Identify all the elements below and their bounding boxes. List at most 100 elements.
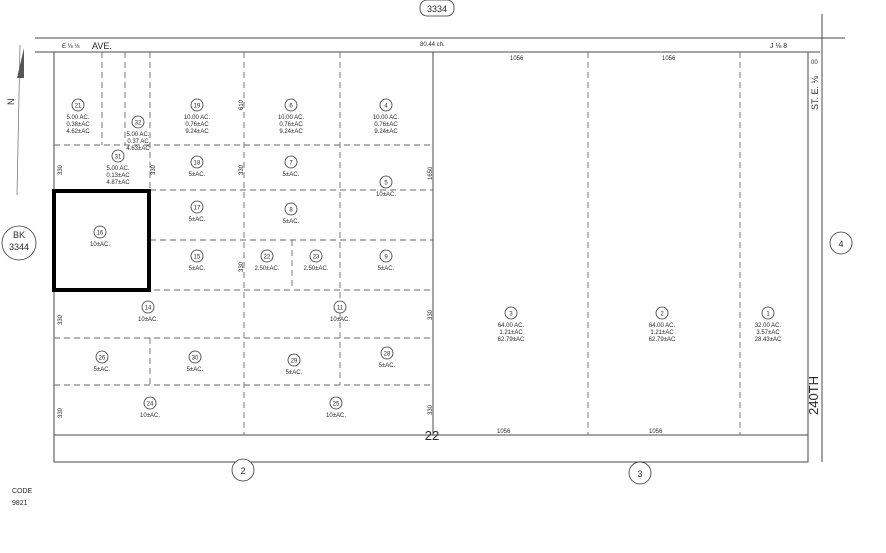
parcel-acreage: 9.24±AC — [185, 129, 209, 135]
parcel-32[interactable]: 325.00 AC.0.37 AC4.63±AC — [126, 115, 150, 152]
parcel-21[interactable]: 21 5.00 AC.0.38±AC4.62±AC — [66, 98, 90, 135]
parcel-29[interactable]: 295±AC. — [286, 353, 303, 376]
parcel-number: 21 — [75, 104, 82, 110]
svg-text:N: N — [6, 99, 16, 106]
parcel-acreage: 5±AC. — [189, 217, 206, 223]
parcel-number-circle — [655, 306, 669, 320]
parcel-acreage: 3.57±AC — [756, 330, 780, 336]
parcel-acreage: 64.00 AC. — [498, 323, 525, 329]
parcel-acreage: 5±AC. — [187, 367, 204, 373]
parcel-number-circle — [190, 249, 204, 263]
parcel-boundary — [53, 51, 809, 463]
page-circle-4[interactable]: 4 — [829, 231, 853, 255]
parcel-acreage: 5.00 AC. — [106, 166, 129, 172]
svg-text:BK: BK — [13, 230, 25, 240]
parcel-number: 23 — [313, 255, 320, 261]
parcel-acreage: 10±AC. — [90, 242, 110, 248]
parcel-acreage: 10.00 AC. — [184, 115, 211, 121]
highlight-parcel-16[interactable] — [52, 189, 151, 292]
parcel-4[interactable]: 410.00 AC.0.76±AC9.24±AC — [373, 98, 400, 135]
parcel-number: 2 — [660, 312, 664, 318]
parcel-23[interactable]: 232.50±AC. — [304, 249, 329, 272]
svg-text:1056: 1056 — [497, 429, 511, 435]
parcel-22[interactable]: 222.50±AC. — [255, 249, 280, 272]
parcel-acreage: 5±AC. — [283, 219, 300, 225]
parcel-number-circle — [93, 225, 107, 239]
parcel-number-circle — [111, 149, 125, 163]
parcel-26[interactable]: 265±AC. — [94, 350, 111, 373]
street-name-st-e: ST. E. ⅛ — [810, 75, 820, 110]
parcel-number-circle — [190, 200, 204, 214]
parcel-5[interactable]: 510±AC. — [376, 175, 396, 198]
parcel-acreage: 0.38±AC — [66, 122, 90, 128]
section-number: 22 — [425, 428, 439, 443]
parcel-number-circle — [143, 396, 157, 410]
code-value: 9821 — [12, 500, 28, 507]
street-prefix: E ⅛ ⅛ — [62, 44, 80, 50]
code-label: CODE — [12, 488, 33, 495]
parcel-number-circle — [504, 306, 518, 320]
parcel-7[interactable]: 75±AC. — [283, 155, 300, 178]
parcel-number: 7 — [289, 161, 293, 167]
parcel-number-circle — [188, 350, 202, 364]
parcel-number-circle — [71, 98, 85, 112]
parcel-acreage: 10±AC. — [140, 413, 160, 419]
parcel-number: 31 — [115, 155, 122, 161]
parcel-9[interactable]: 95±AC. — [378, 249, 395, 272]
parcel-number-circle — [260, 249, 274, 263]
parcel-acreage: 4.87±AC — [106, 180, 130, 186]
parcel-acreage: 4.62±AC — [66, 129, 90, 135]
parcel-number: 26 — [99, 356, 106, 362]
parcel-number-circle — [131, 115, 145, 129]
parcel-acreage: 62.79±AC — [649, 337, 676, 343]
parcel-number-circle — [329, 396, 343, 410]
parcel-number-circle — [379, 249, 393, 263]
parcel-acreage: 9.24±AC — [279, 129, 303, 135]
page-circle-2[interactable]: 2 — [231, 458, 255, 482]
parcel-acreage: 10.00 AC. — [373, 115, 400, 121]
parcel-number-circle — [284, 202, 298, 216]
svg-text:330: 330 — [58, 407, 64, 418]
svg-text:330: 330 — [58, 314, 64, 325]
parcel-18[interactable]: 185±AC. — [189, 155, 206, 178]
parcel-acreage: 0.76±AC — [279, 122, 303, 128]
parcel-acreage: 0.76±AC — [374, 122, 398, 128]
parcel-30[interactable]: 305±AC. — [187, 350, 204, 373]
parcel-number: 17 — [194, 206, 201, 212]
parcel-28[interactable]: 285±AC. — [379, 346, 396, 369]
parcel-15[interactable]: 155±AC. — [189, 249, 206, 272]
parcel-number-circle — [761, 306, 775, 320]
svg-text:610: 610 — [239, 99, 245, 110]
parcel-17[interactable]: 17 5±AC. — [189, 200, 206, 223]
parcel-31[interactable]: 31 5.00 AC.0.13±AC4.87±AC — [106, 149, 130, 186]
svg-text:330: 330 — [239, 164, 245, 175]
parcel-number-circle — [287, 353, 301, 367]
parcel-8[interactable]: 85±AC. — [283, 202, 300, 225]
parcel-number: 15 — [194, 255, 201, 261]
parcel-6[interactable]: 610.00 AC.0.76±AC9.24±AC — [278, 98, 305, 135]
parcel-acreage: 1.21±AC — [499, 330, 523, 336]
parcel-acreage: 2.50±AC. — [255, 266, 280, 272]
parcel-acreage: 64.00 AC. — [649, 323, 676, 329]
svg-text:4: 4 — [838, 239, 843, 249]
parcel-acreage: 1.21±AC — [650, 330, 674, 336]
parcel-number: 24 — [147, 402, 154, 408]
parcel-acreage: 5±AC. — [379, 363, 396, 369]
page-circle-3[interactable]: 3 — [628, 461, 652, 485]
parcel-number-circle — [379, 98, 393, 112]
parcel-acreage: 0.13±AC — [106, 173, 130, 179]
svg-text:330: 330 — [428, 309, 434, 320]
parcel-acreage: 5.00 AC. — [66, 115, 89, 121]
svg-text:1650: 1650 — [428, 166, 434, 180]
parcel-24[interactable]: 24 10±AC. — [140, 396, 160, 419]
parcel-number-circle — [284, 155, 298, 169]
